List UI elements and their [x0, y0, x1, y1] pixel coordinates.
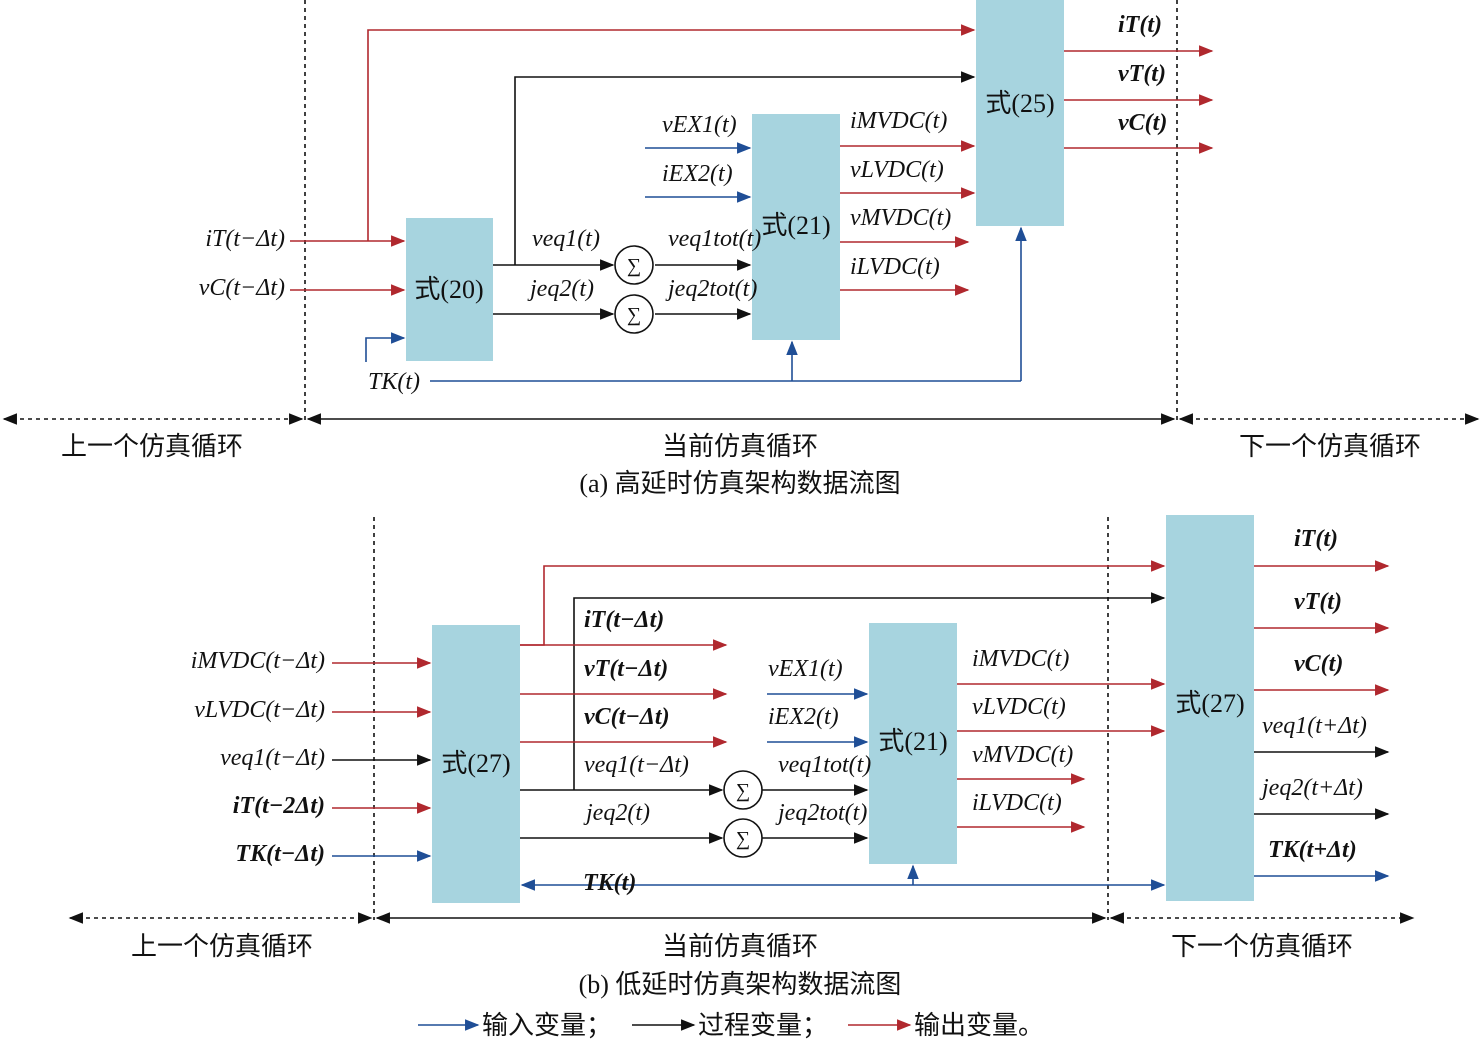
label-b-veq1tot: veq1tot(t) [778, 752, 871, 778]
label-a-jeq2: jeq2(t) [527, 276, 594, 302]
label-b-m-veq1: veq1(t−Δt) [584, 752, 689, 778]
label-b-jeq2: jeq2(t) [583, 800, 650, 826]
box-eq21-b-label: 式(21) [878, 727, 947, 756]
label-b-out-TK: TK(t+Δt) [1268, 837, 1357, 863]
label-a-out-iT: iT(t) [1118, 12, 1162, 38]
sum-symbol-a-2: ∑ [627, 304, 641, 326]
box-eq20-label: 式(20) [414, 275, 483, 304]
label-a-in-TK: TK(t) [368, 369, 420, 395]
label-b-m-vT: vT(t−Δt) [584, 656, 668, 682]
box-eq21-a [752, 114, 840, 340]
sum-node-a-2 [614, 294, 654, 334]
label-a-vEX1: vEX1(t) [662, 112, 737, 138]
label-b-in-TK: TK(t−Δt) [235, 841, 325, 867]
label-a-vMVDC: vMVDC(t) [850, 205, 951, 231]
legend-process-label: 过程变量； [698, 1011, 828, 1040]
box-eq27-right [1166, 515, 1254, 901]
label-b-TK: TK(t) [583, 870, 636, 896]
label-b-jeq2tot: jeq2tot(t) [775, 800, 867, 826]
label-b-out-vT: vT(t) [1294, 589, 1342, 615]
diagram-b [68, 515, 1415, 1031]
labels-b: 式(27) 式(21) 式(27) iMVDC(t−Δt) vLVDC(t−Δt… [131, 526, 1367, 1040]
box-eq21-a-label: 式(21) [761, 211, 830, 240]
box-eq27-right-label: 式(27) [1175, 689, 1244, 718]
box-eq20 [406, 218, 493, 361]
sum-symbol-b-2: ∑ [736, 828, 750, 850]
label-a-iLVDC: iLVDC(t) [850, 254, 940, 280]
arrow-b-bypass-black [573, 592, 1166, 790]
label-a-in-iT: iT(t−Δt) [205, 226, 285, 252]
label-b-out-jeq2: jeq2(t+Δt) [1259, 775, 1363, 801]
loop-label-b-next: 下一个仿真循环 [1171, 932, 1353, 961]
label-b-out-iT: iT(t) [1294, 526, 1338, 552]
legend-input-label: 输入变量； [482, 1011, 612, 1040]
label-b-in-vLVDC: vLVDC(t−Δt) [194, 697, 325, 723]
label-b-vMVDC: vMVDC(t) [972, 742, 1073, 768]
label-b-in-veq1: veq1(t−Δt) [220, 745, 325, 771]
loop-label-b-curr: 当前仿真循环 [662, 932, 818, 961]
caption-a: (a) 高延时仿真架构数据流图 [579, 469, 900, 498]
label-b-iLVDC: iLVDC(t) [972, 790, 1062, 816]
label-b-m-iT: iT(t−Δt) [584, 607, 664, 633]
caption-b: (b) 低延时仿真架构数据流图 [579, 970, 902, 999]
label-b-out-vC: vC(t) [1294, 651, 1343, 677]
label-a-vLVDC: vLVDC(t) [850, 157, 944, 183]
sum-symbol-a-1: ∑ [627, 255, 641, 277]
sum-node-a-1 [614, 245, 654, 285]
sum-symbol-b-1: ∑ [736, 780, 750, 802]
loop-label-b-prev: 上一个仿真循环 [131, 932, 313, 961]
arrow-a-veq1-to-eq25 [514, 71, 976, 265]
arrow-b-bypass-red [520, 560, 1166, 646]
legend-output-label: 输出变量。 [914, 1011, 1044, 1040]
arrow-a-iT-bypass [367, 24, 976, 241]
box-eq21-b [869, 623, 957, 864]
box-eq25 [976, 0, 1064, 226]
label-b-iMVDC: iMVDC(t) [972, 646, 1069, 672]
label-b-vLVDC: vLVDC(t) [972, 694, 1066, 720]
label-a-in-vC: vC(t−Δt) [199, 275, 285, 301]
arrow-a-TK-in [365, 332, 406, 362]
label-b-in-iT: iT(t−2Δt) [233, 793, 325, 819]
loop-label-a-next: 下一个仿真循环 [1239, 432, 1421, 461]
diagram-a [2, 0, 1480, 425]
label-a-out-vC: vC(t) [1118, 110, 1167, 136]
label-a-veq1tot: veq1tot(t) [668, 226, 761, 252]
label-b-iEX2: iEX2(t) [768, 704, 839, 730]
box-eq27-left-label: 式(27) [441, 749, 510, 778]
label-b-out-veq1: veq1(t+Δt) [1262, 713, 1367, 739]
label-b-in-iMVDC: iMVDC(t−Δt) [191, 648, 325, 674]
box-eq25-label: 式(25) [985, 89, 1054, 118]
loop-label-a-curr: 当前仿真循环 [662, 432, 818, 461]
label-a-veq1: veq1(t) [532, 226, 600, 252]
label-a-iMVDC: iMVDC(t) [850, 108, 947, 134]
loop-label-a-prev: 上一个仿真循环 [61, 432, 243, 461]
box-eq27-left [432, 625, 520, 903]
labels-a: 式(20) 式(21) 式(25) iT(t−Δt) vC(t−Δt) TK(t… [61, 12, 1421, 498]
label-a-iEX2: iEX2(t) [662, 161, 733, 187]
label-b-vEX1: vEX1(t) [768, 656, 843, 682]
label-b-m-vC: vC(t−Δt) [584, 704, 670, 730]
label-a-out-vT: vT(t) [1118, 61, 1166, 87]
label-a-jeq2tot: jeq2tot(t) [665, 276, 757, 302]
